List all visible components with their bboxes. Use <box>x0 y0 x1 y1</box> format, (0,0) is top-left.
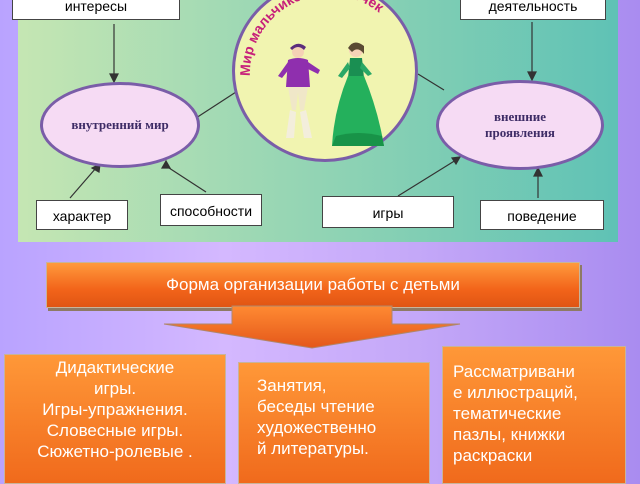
organization-form-banner: Форма организации работы с детьми <box>46 262 580 308</box>
behavior-box: поведение <box>480 200 604 230</box>
card-line: раскраски <box>453 446 533 465</box>
activity-box: деятельность <box>460 0 606 20</box>
card-line: игры. <box>93 379 137 398</box>
inner-world-ellipse: внутренний мир <box>40 82 200 168</box>
games-card: Дидактические игры. Игры-упражнения. Сло… <box>4 354 226 484</box>
character-box: характер <box>36 200 128 230</box>
card-line: й литературы. <box>257 439 369 458</box>
card-line: художественно <box>257 418 377 437</box>
card-line: тематические <box>453 404 562 423</box>
illustrations-card: Рассматривани е иллюстраций, тематически… <box>442 346 626 484</box>
card-line: Рассматривани <box>453 362 575 381</box>
center-ellipse <box>232 0 418 162</box>
card-line: Сюжетно-ролевые . <box>37 442 193 461</box>
boy-figure-icon <box>278 43 320 138</box>
card-line: пазлы, книжки <box>453 425 566 444</box>
interests-box: интересы <box>12 0 180 20</box>
card-line: Занятия, <box>257 376 327 395</box>
lessons-card: Занятия, беседы чтение художественно й л… <box>238 362 430 484</box>
card-line: беседы чтение <box>257 397 375 416</box>
down-arrow-icon <box>163 305 461 349</box>
games-box: игры <box>322 196 454 228</box>
card-line: Дидактические <box>55 358 175 377</box>
card-line: е иллюстраций, <box>453 383 578 402</box>
card-line: Словесные игры. <box>46 421 184 440</box>
abilities-box: способности <box>160 194 262 226</box>
girl-figure-icon <box>332 42 384 146</box>
outer-manifestation-ellipse: внешние проявления <box>436 80 604 170</box>
card-line: Игры-упражнения. <box>42 400 188 419</box>
